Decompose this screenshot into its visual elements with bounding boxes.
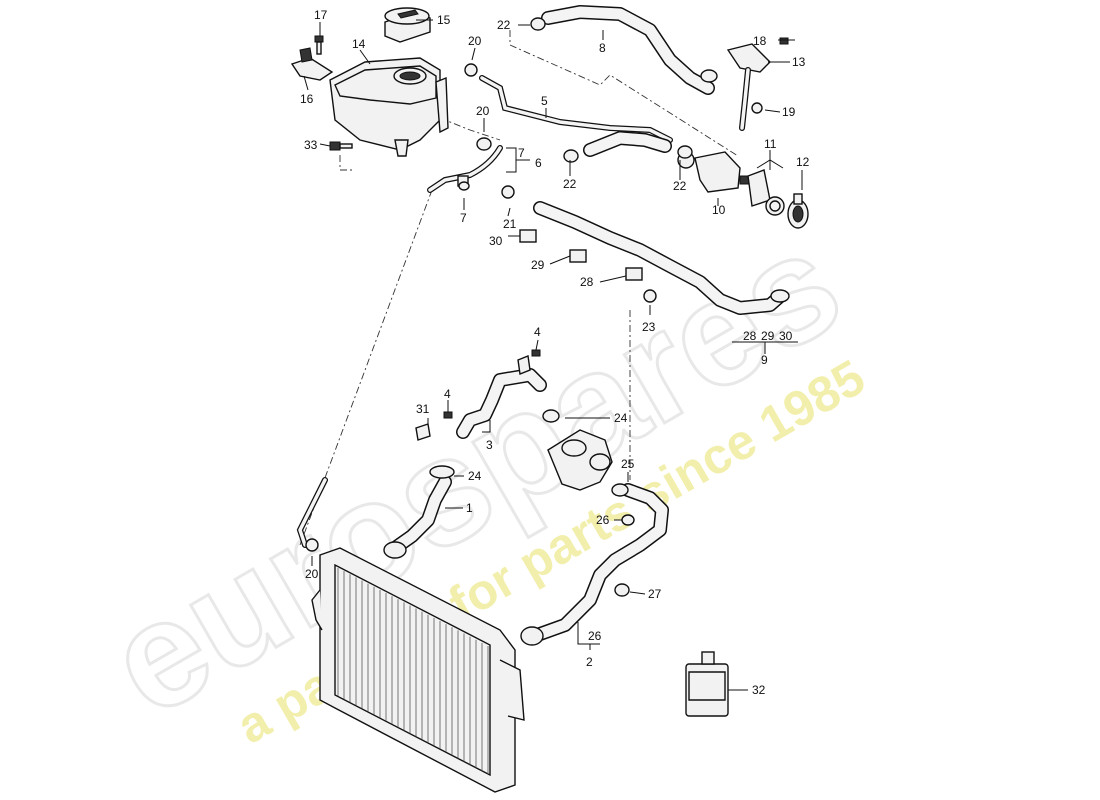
callout-8: 8 xyxy=(599,41,606,55)
tank-bracket xyxy=(290,47,334,81)
callout-7-upper: 7 xyxy=(518,146,525,160)
bolt-33-reference xyxy=(339,155,355,171)
hose-1 xyxy=(383,465,455,559)
expansion-tank xyxy=(329,57,449,157)
clips-28-29-30 xyxy=(519,229,657,303)
hose-5 xyxy=(479,75,673,157)
radiator xyxy=(311,547,525,793)
callout-29-group: 29 xyxy=(761,329,775,343)
callout-10: 10 xyxy=(712,203,726,217)
callout-17: 17 xyxy=(314,8,328,22)
hose-3 xyxy=(456,355,547,439)
callout-15: 15 xyxy=(437,13,451,27)
callout-30: 30 xyxy=(489,234,503,248)
bolt-17 xyxy=(314,35,324,55)
callout-26-group: 26 xyxy=(588,629,602,643)
callout-20-mid: 20 xyxy=(476,104,490,118)
bracket-13 xyxy=(726,37,789,131)
callout-25: 25 xyxy=(621,457,635,471)
callout-22-right: 22 xyxy=(673,179,687,193)
callout-24-left: 24 xyxy=(468,469,482,483)
callout-28: 28 xyxy=(580,275,594,289)
clip-19 xyxy=(751,102,763,114)
callout-6: 6 xyxy=(535,156,542,170)
callout-16: 16 xyxy=(300,92,314,106)
flange-11 xyxy=(747,169,785,216)
callout-4-lower: 4 xyxy=(444,387,451,401)
hose-8-reference xyxy=(509,30,739,157)
callout-28-group: 28 xyxy=(743,329,757,343)
leader-lines xyxy=(303,19,803,691)
callout-9: 9 xyxy=(761,353,768,367)
callout-31: 31 xyxy=(416,402,430,416)
callout-26-clamp: 26 xyxy=(596,513,610,527)
callout-2: 2 xyxy=(586,655,593,669)
callout-33: 33 xyxy=(304,138,318,152)
callout-22-mid: 22 xyxy=(563,177,577,191)
reservoir-reference xyxy=(439,117,501,141)
callout-1: 1 xyxy=(466,501,473,515)
callout-11: 11 xyxy=(764,137,777,151)
callout-14: 14 xyxy=(352,37,366,51)
callout-12: 12 xyxy=(796,155,810,169)
callout-20-bottom: 20 xyxy=(305,567,319,581)
callout-20-top: 20 xyxy=(468,34,482,48)
callouts: 17 14 15 16 33 22 8 20 20 5 7 6 7 21 22 … xyxy=(300,8,810,697)
callout-5: 5 xyxy=(541,94,548,108)
filler-cap xyxy=(384,7,431,43)
callout-32: 32 xyxy=(752,683,766,697)
callout-21: 21 xyxy=(503,217,517,231)
callout-4-upper: 4 xyxy=(534,325,541,339)
bolt-33 xyxy=(329,141,353,151)
hose-9 xyxy=(533,201,790,315)
radiator-fins xyxy=(337,568,489,774)
callout-19: 19 xyxy=(782,105,796,119)
callout-13: 13 xyxy=(792,55,806,69)
callout-18: 18 xyxy=(753,34,767,48)
hose-clamps xyxy=(305,17,693,552)
callout-23: 23 xyxy=(642,320,656,334)
thermostat-housing xyxy=(542,409,613,491)
callout-24-right: 24 xyxy=(614,411,628,425)
hose-2 xyxy=(520,483,669,646)
callout-27: 27 xyxy=(648,587,662,601)
callout-7-lower: 7 xyxy=(460,211,467,225)
bleed-hose xyxy=(296,145,503,548)
valve-10 xyxy=(677,151,751,193)
callout-3: 3 xyxy=(486,438,493,452)
coolant-bottle xyxy=(685,651,729,717)
sensor-12 xyxy=(787,193,809,229)
callout-29: 29 xyxy=(531,258,545,272)
callout-30-group: 30 xyxy=(779,329,793,343)
callout-22-top: 22 xyxy=(497,18,511,32)
hose-8 xyxy=(541,5,718,95)
